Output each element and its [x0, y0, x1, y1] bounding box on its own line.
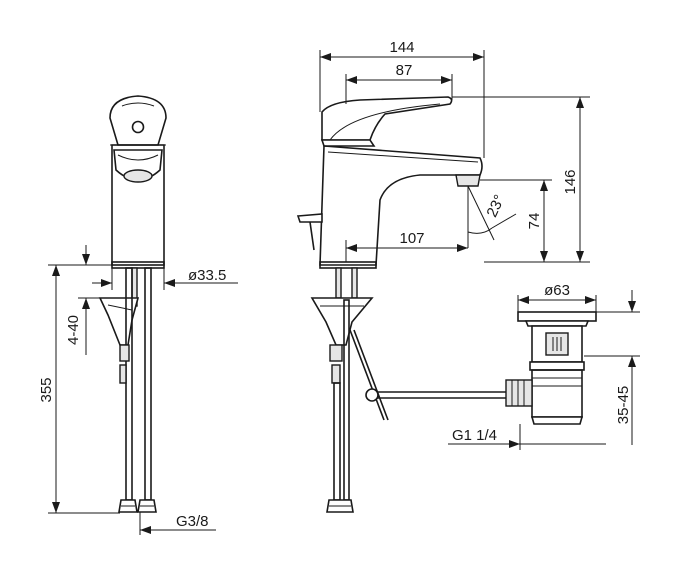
side-view — [296, 96, 510, 513]
dim-waste-adjust: 35-45 — [615, 386, 632, 424]
front-dimensions: 355 4-40 ø33.5 G3/8 — [38, 245, 238, 535]
side-pull-rod-knob — [296, 213, 323, 223]
side-pull-rod-joint — [365, 388, 379, 402]
side-body — [319, 145, 483, 266]
waste-outlet — [531, 369, 583, 418]
side-dimensions: 144 87 146 74 23° 107 — [319, 39, 640, 450]
dim-spout-angle: 23° — [483, 192, 508, 220]
dim-hose-length: 355 — [38, 377, 55, 402]
waste-assembly — [505, 311, 597, 425]
side-hose — [333, 382, 341, 501]
dim-height-total: 146 — [562, 169, 579, 194]
side-clamp — [310, 297, 374, 346]
dim-hose-thread: G3/8 — [176, 513, 209, 530]
dim-waste-diameter: ø63 — [544, 282, 570, 299]
dim-lever-reach: 87 — [396, 62, 413, 79]
dim-width-total: 144 — [389, 39, 414, 56]
front-body — [111, 144, 165, 266]
waste-flange — [517, 311, 597, 322]
waste-side-connector — [505, 379, 533, 407]
front-hose-right — [144, 267, 152, 501]
side-lever — [321, 96, 453, 141]
dim-spout-height: 74 — [526, 213, 543, 230]
front-view — [98, 95, 167, 513]
dim-body-diameter: ø33.5 — [188, 267, 226, 284]
dim-waste-thread: G1 1/4 — [452, 427, 497, 444]
dim-spout-reach: 107 — [399, 230, 424, 247]
front-lever-cap — [109, 95, 167, 146]
dim-deck-thickness: 4-40 — [65, 315, 82, 345]
front-indicator-dot — [131, 120, 145, 134]
side-spout-outlet — [455, 174, 481, 187]
